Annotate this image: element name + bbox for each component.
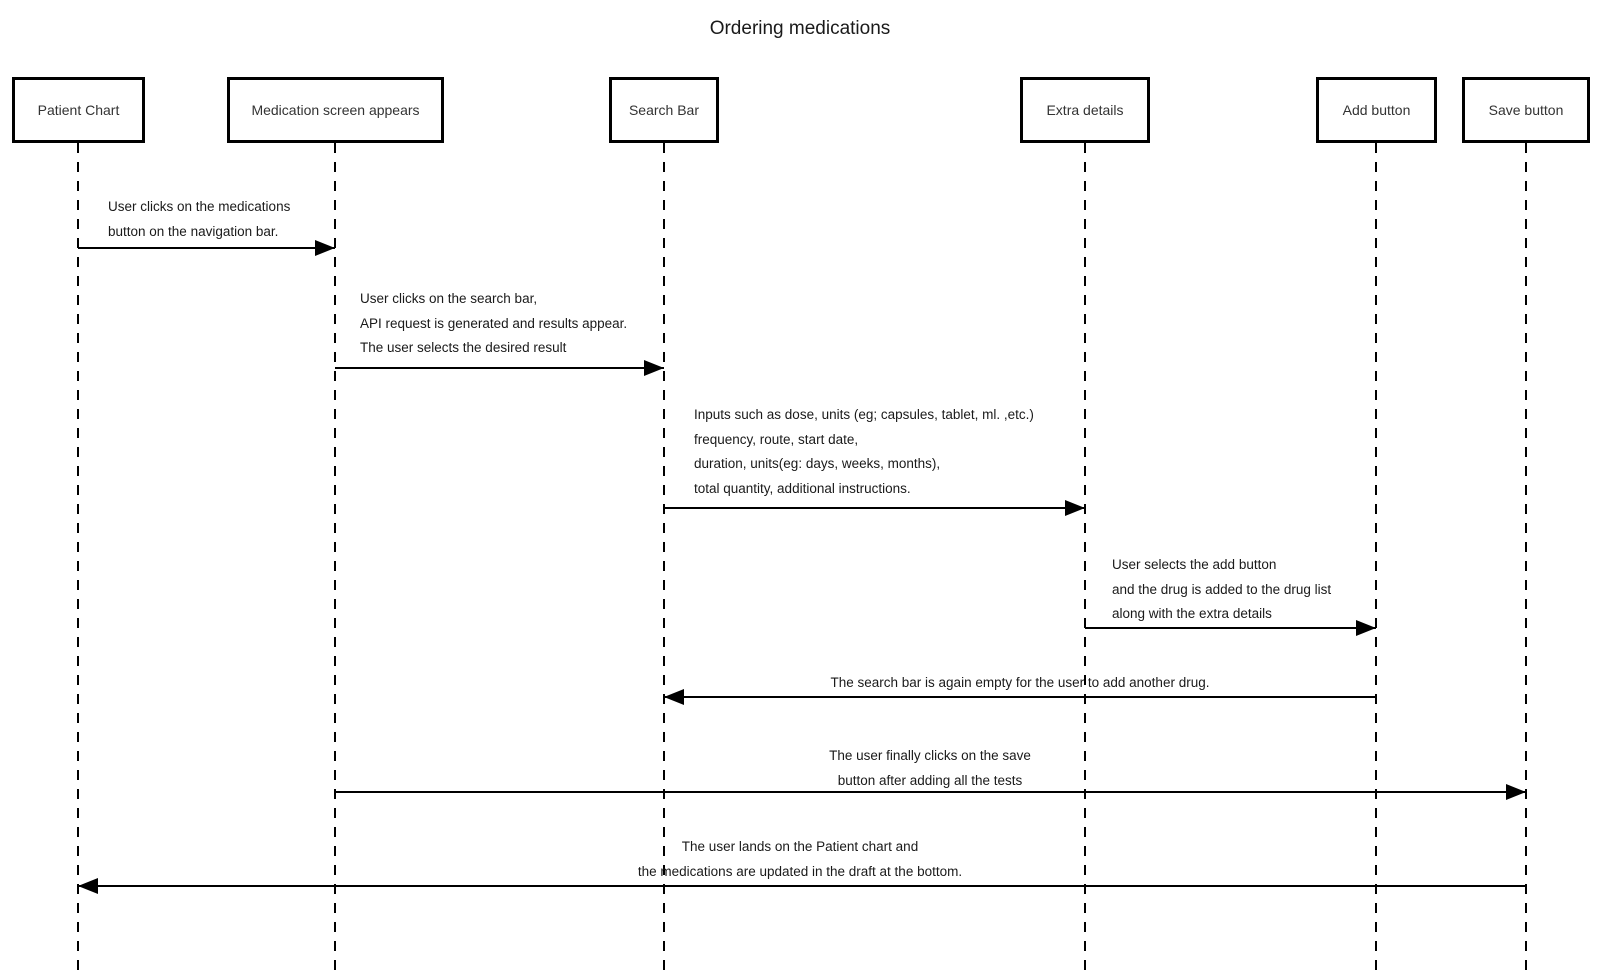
lifeline-extra-details [1084, 143, 1086, 972]
arrowhead-right-icon [1065, 500, 1085, 516]
message-label: User clicks on the medications button on… [108, 199, 291, 239]
actor-patient-chart: Patient Chart [12, 77, 145, 143]
actor-label: Search Bar [628, 102, 700, 118]
message-arrow [1085, 627, 1376, 629]
message-arrow [664, 696, 1376, 698]
actor-add-button: Add button [1316, 77, 1437, 143]
actor-search-bar: Search Bar [609, 77, 719, 143]
actor-medication-screen: Medication screen appears [227, 77, 444, 143]
arrowhead-right-icon [315, 240, 335, 256]
message-arrow [78, 247, 335, 249]
message-label: The user finally clicks on the save butt… [829, 748, 1031, 788]
lifeline-medication-screen [334, 143, 336, 972]
message-label: The user lands on the Patient chart and … [637, 839, 963, 879]
arrowhead-left-icon [664, 689, 684, 705]
lifeline-save-button [1525, 143, 1527, 972]
lifeline-search-bar [663, 143, 665, 972]
message-label: Inputs such as dose, units (eg; capsules… [694, 407, 1034, 496]
message-label: The search bar is again empty for the us… [830, 675, 1210, 690]
message-label: User clicks on the search bar, API reque… [360, 291, 628, 355]
actor-extra-details: Extra details [1020, 77, 1150, 143]
actor-label: Add button [1342, 102, 1411, 118]
message-arrow [335, 791, 1526, 793]
arrowhead-right-icon [1356, 620, 1376, 636]
lifeline-patient-chart [77, 143, 79, 972]
actor-label: Patient Chart [37, 102, 120, 118]
diagram-title: Ordering medications [709, 18, 891, 39]
message-label: User selects the add button and the drug… [1112, 557, 1332, 621]
arrowhead-left-icon [78, 878, 98, 894]
actor-save-button: Save button [1462, 77, 1590, 143]
actor-label: Extra details [1046, 102, 1124, 118]
message-arrow [664, 507, 1085, 509]
message-arrow [335, 367, 664, 369]
arrowhead-right-icon [1506, 784, 1526, 800]
message-arrow [78, 885, 1526, 887]
arrowhead-right-icon [644, 360, 664, 376]
actor-label: Save button [1488, 102, 1564, 118]
lifeline-add-button [1375, 143, 1377, 972]
actor-label: Medication screen appears [251, 102, 420, 118]
